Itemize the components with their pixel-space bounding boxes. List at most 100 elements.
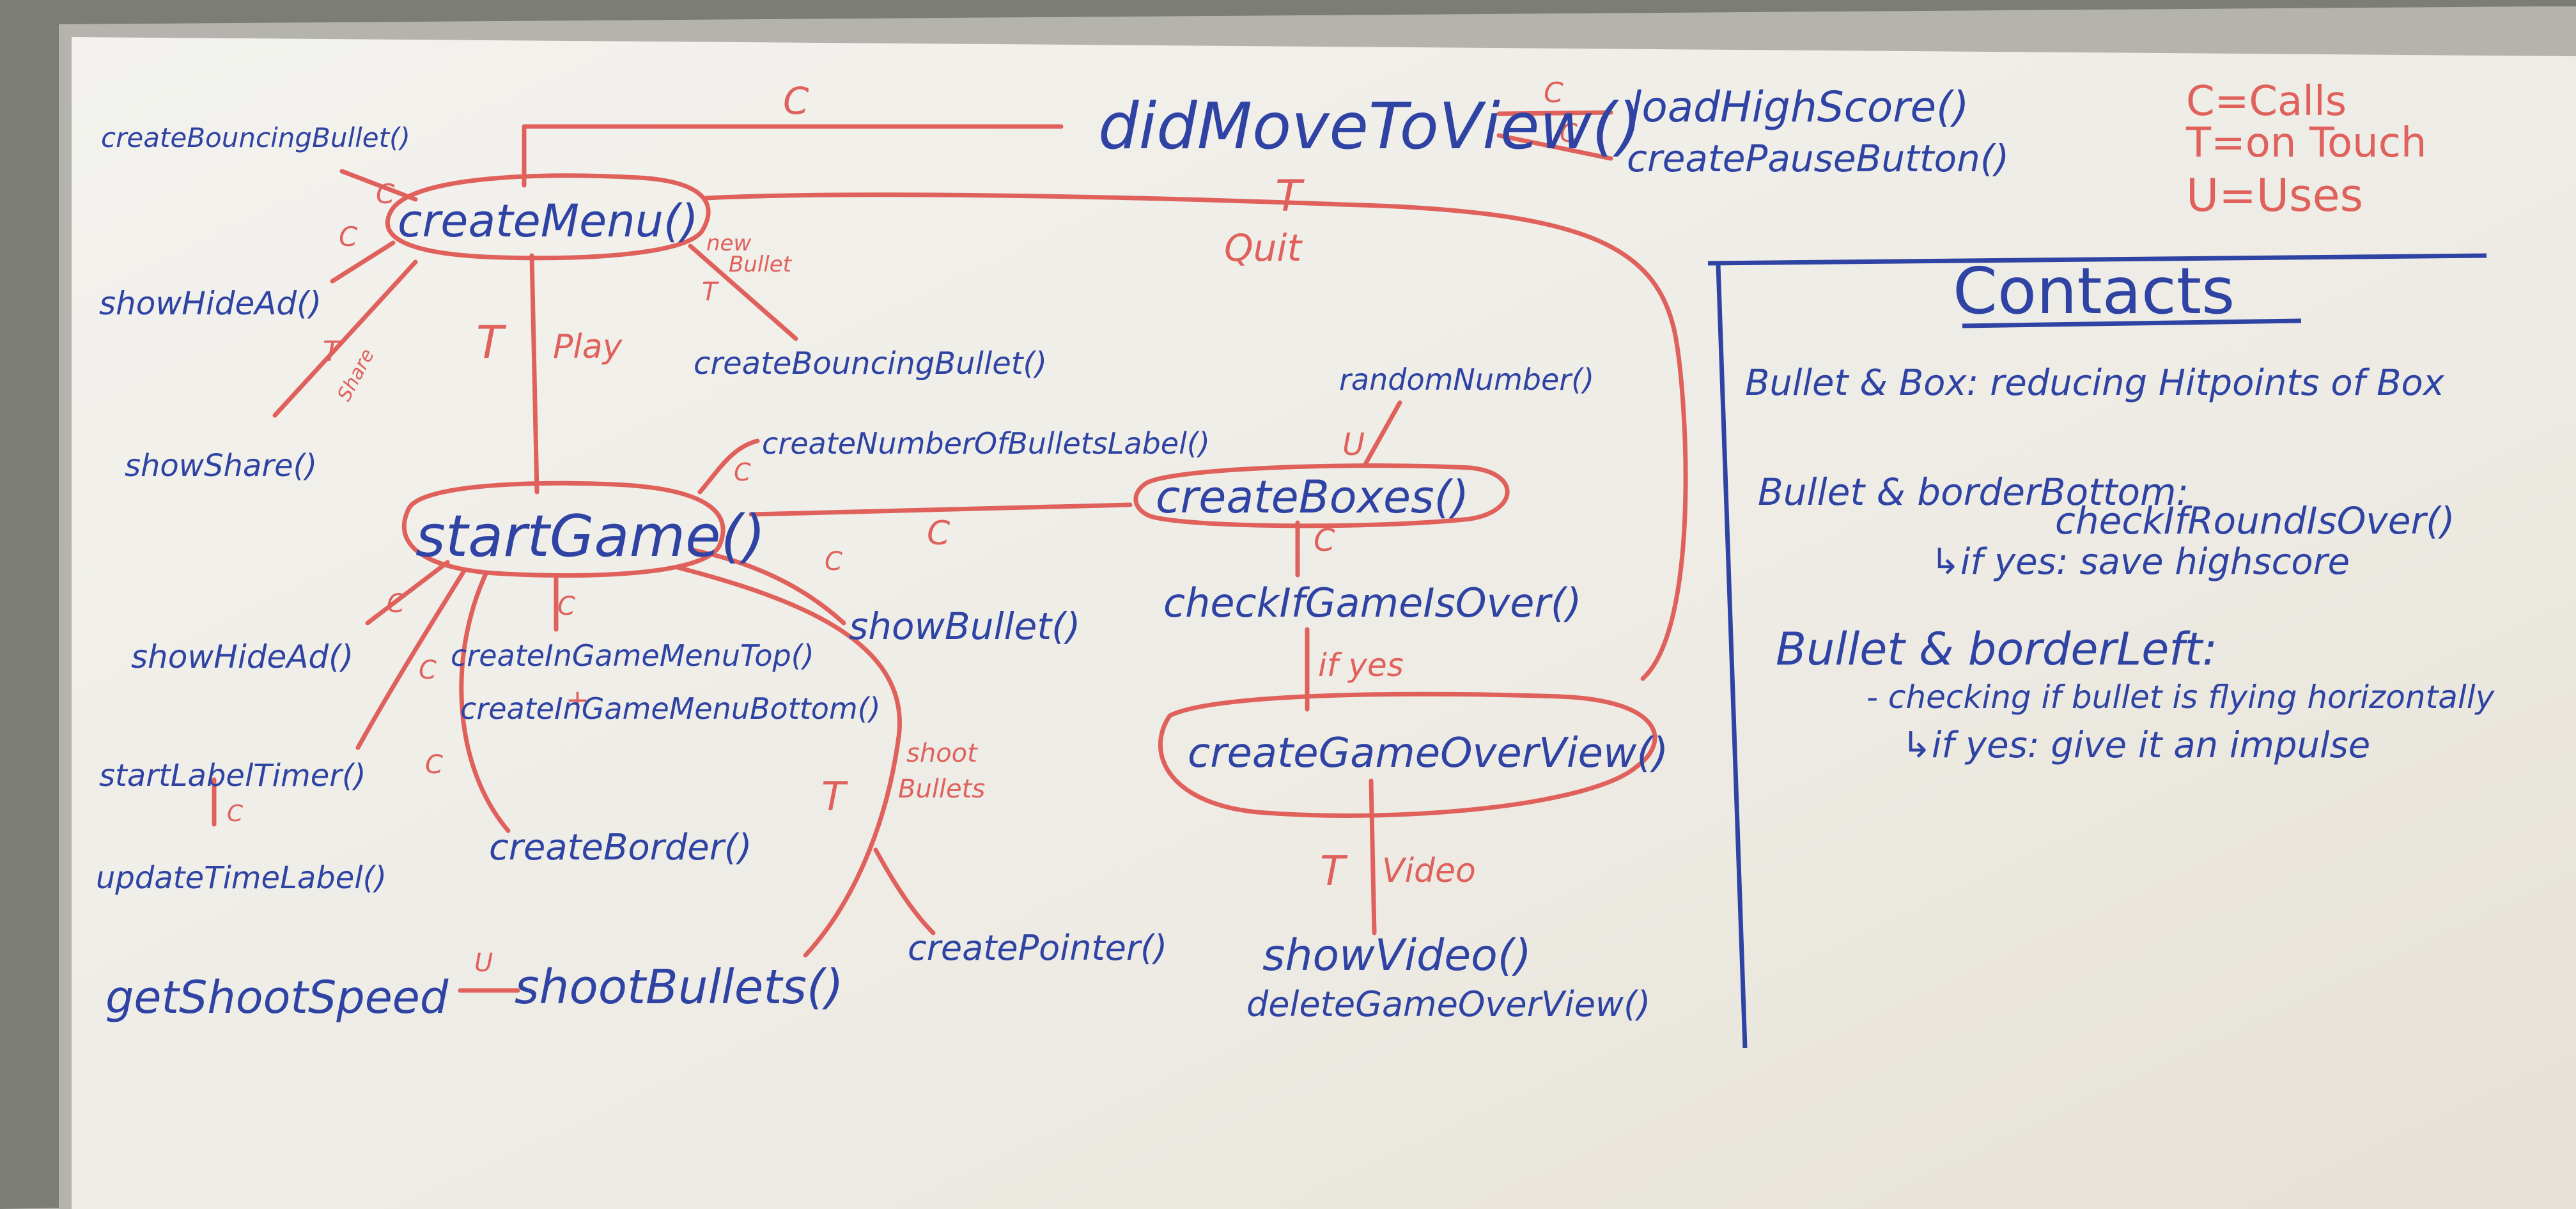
edge-label-c: C [419,656,437,685]
contacts-line-2: Bullet & borderBottom: [1758,470,2189,514]
edge-menu-to-share [272,259,418,418]
contacts-line-7: ↳if yes: give it an impulse [1902,725,2370,766]
contacts-line-4: ↳if yes: save highscore [1930,541,2350,583]
node-createpausebutton: createPauseButton() [1627,137,2009,180]
contacts-line-1: Bullet & Box: reducing Hitpoints of Box [1745,362,2445,404]
legend-uses: U=Uses [2186,169,2363,222]
edge-label-t: T [1275,171,1305,222]
node-showhidead-top: showHideAd() [99,285,322,322]
edge-startgame-to-showhide-bottom [365,560,450,626]
createmenu-ellipse [385,173,711,261]
edge-label-quit: Quit [1224,226,1303,270]
edge-label-shoot: shoot [906,739,978,768]
node-randomnumber: randomNumber() [1339,362,1594,397]
edge-boxes-to-random [1362,400,1402,468]
edge-label-if-yes: if yes [1318,647,1404,684]
edge-label-bullets: Bullets [898,774,985,804]
edge-label-c: C [387,589,405,619]
edge-label-c: C [376,178,395,210]
edge-didmove-to-pausebutton [1496,133,1613,161]
edge-menu-to-showhide-top [330,240,396,284]
edge-startgame-to-timer [355,569,466,750]
edge-startgame-to-numlabel [697,438,760,495]
edge-label-c: C [783,79,809,123]
node-startgame: startGame() [415,503,766,570]
edge-label-c: C [1544,77,1563,109]
edge-label-c: C [1560,119,1578,148]
legend-touch: T=on Touch [2185,119,2426,167]
function-labels: didMoveToView() loadHighScore() createPa… [96,82,2009,1024]
node-getshootspeed: getShootSpeed [105,971,449,1024]
node-creategameoverview: createGameOverView() [1188,730,1668,777]
edge-label-t: T [323,335,342,368]
edge-label-c: C [557,592,575,621]
board-surface [72,37,2576,1209]
node-showvideo: showVideo() [1262,930,1532,981]
node-createmenu: createMenu() [398,195,699,247]
edge-label-c: C [927,514,950,553]
edge-menu-to-bouncing-mid [688,243,798,341]
edge-label-plus: + [566,684,589,716]
node-didmovetoview: didMoveToView() [1098,89,1641,164]
edge-startgame-to-showbullet [688,547,846,626]
edge-label-c: C [425,750,443,780]
legend: C=Calls T=on Touch U=Uses [2185,78,2426,222]
contacts-line-5: Bullet & borderLeft: [1776,623,2217,675]
node-createingamemenubottom: createInGameMenuBottom() [460,691,881,726]
startgame-ellipse [401,481,725,578]
contacts-title: Contacts [1953,254,2235,328]
node-shootbullets: shootBullets() [515,960,844,1015]
edge-label-t: T [821,773,848,820]
node-showbullet: showBullet() [849,604,1080,648]
edge-gameover-to-showvideo [1369,778,1374,936]
contacts-title-underline [1962,318,2302,328]
edge-didmove-to-menu [522,124,1064,188]
node-loadhighscore: loadHighScore() [1630,82,1969,132]
gameoverview-ellipse [1158,691,1657,818]
node-startlabeltimer: startLabelTimer() [99,758,366,794]
node-createboxes: createBoxes() [1156,471,1469,523]
edge-label-t: T [476,316,507,369]
contacts-line-3: checkIfRoundIsOver() [2055,499,2455,543]
edge-label-c: C [825,547,842,576]
node-createnumberofbulletslabel: createNumberOfBulletsLabel() [762,426,1210,461]
edge-startgame-to-border [459,571,511,833]
edge-label-u: U [474,948,493,978]
contacts-panel: Contacts Bullet & Box: reducing Hitpoint… [1707,253,2495,1049]
edge-startgame-to-shootbullets [675,565,902,958]
node-deletegameoverview: deleteGameOverView() [1246,984,1650,1024]
contacts-line-6: - checking if bullet is flying horizonta… [1866,679,2495,716]
edge-label-c: C [734,458,751,486]
node-updatetimelabel: updateTimeLabel() [96,860,387,896]
edge-label-u: U [1342,427,1365,463]
node-showshare: showShare() [125,448,317,484]
node-createbouncingbullet-mid: createBouncingBullet() [694,346,1047,381]
connectors [212,112,1688,993]
edge-menu-to-startgame [529,253,537,495]
node-createingamemenutop: createInGameMenuTop() [451,638,814,673]
edge-quit-to-menu [704,192,1688,681]
edge-label-c: C [227,801,244,827]
edge-label-c: C [1314,523,1335,558]
edge-startgame-to-boxes [749,505,1133,517]
edge-didmove-to-loadhighscore [1496,112,1613,116]
edge-label-c: C [339,221,358,252]
contacts-left-rule [1716,265,1748,1049]
node-checkifgameisover: checkIfGameIsOver() [1163,580,1581,626]
edge-labels: C C C T Quit C C T Share T Play new Bull… [227,77,1578,978]
node-createborder: createBorder() [489,827,752,868]
edge-label-t: T [702,277,720,307]
edge-label-video: Video [1382,852,1476,890]
legend-calls: C=Calls [2186,78,2347,125]
createboxes-ellipse [1133,463,1510,528]
edge-label-new: new [706,231,751,256]
node-createbouncingbullet-top: createBouncingBullet() [101,122,410,153]
node-showhidead-bottom: showHideAd() [131,638,353,675]
edge-label-bullet: Bullet [729,252,793,277]
edge-label-t: T [1320,848,1348,895]
node-createpointer: createPointer() [908,928,1167,968]
contacts-top-rule [1707,253,2487,266]
edge-branch-to-pointer [873,847,936,936]
